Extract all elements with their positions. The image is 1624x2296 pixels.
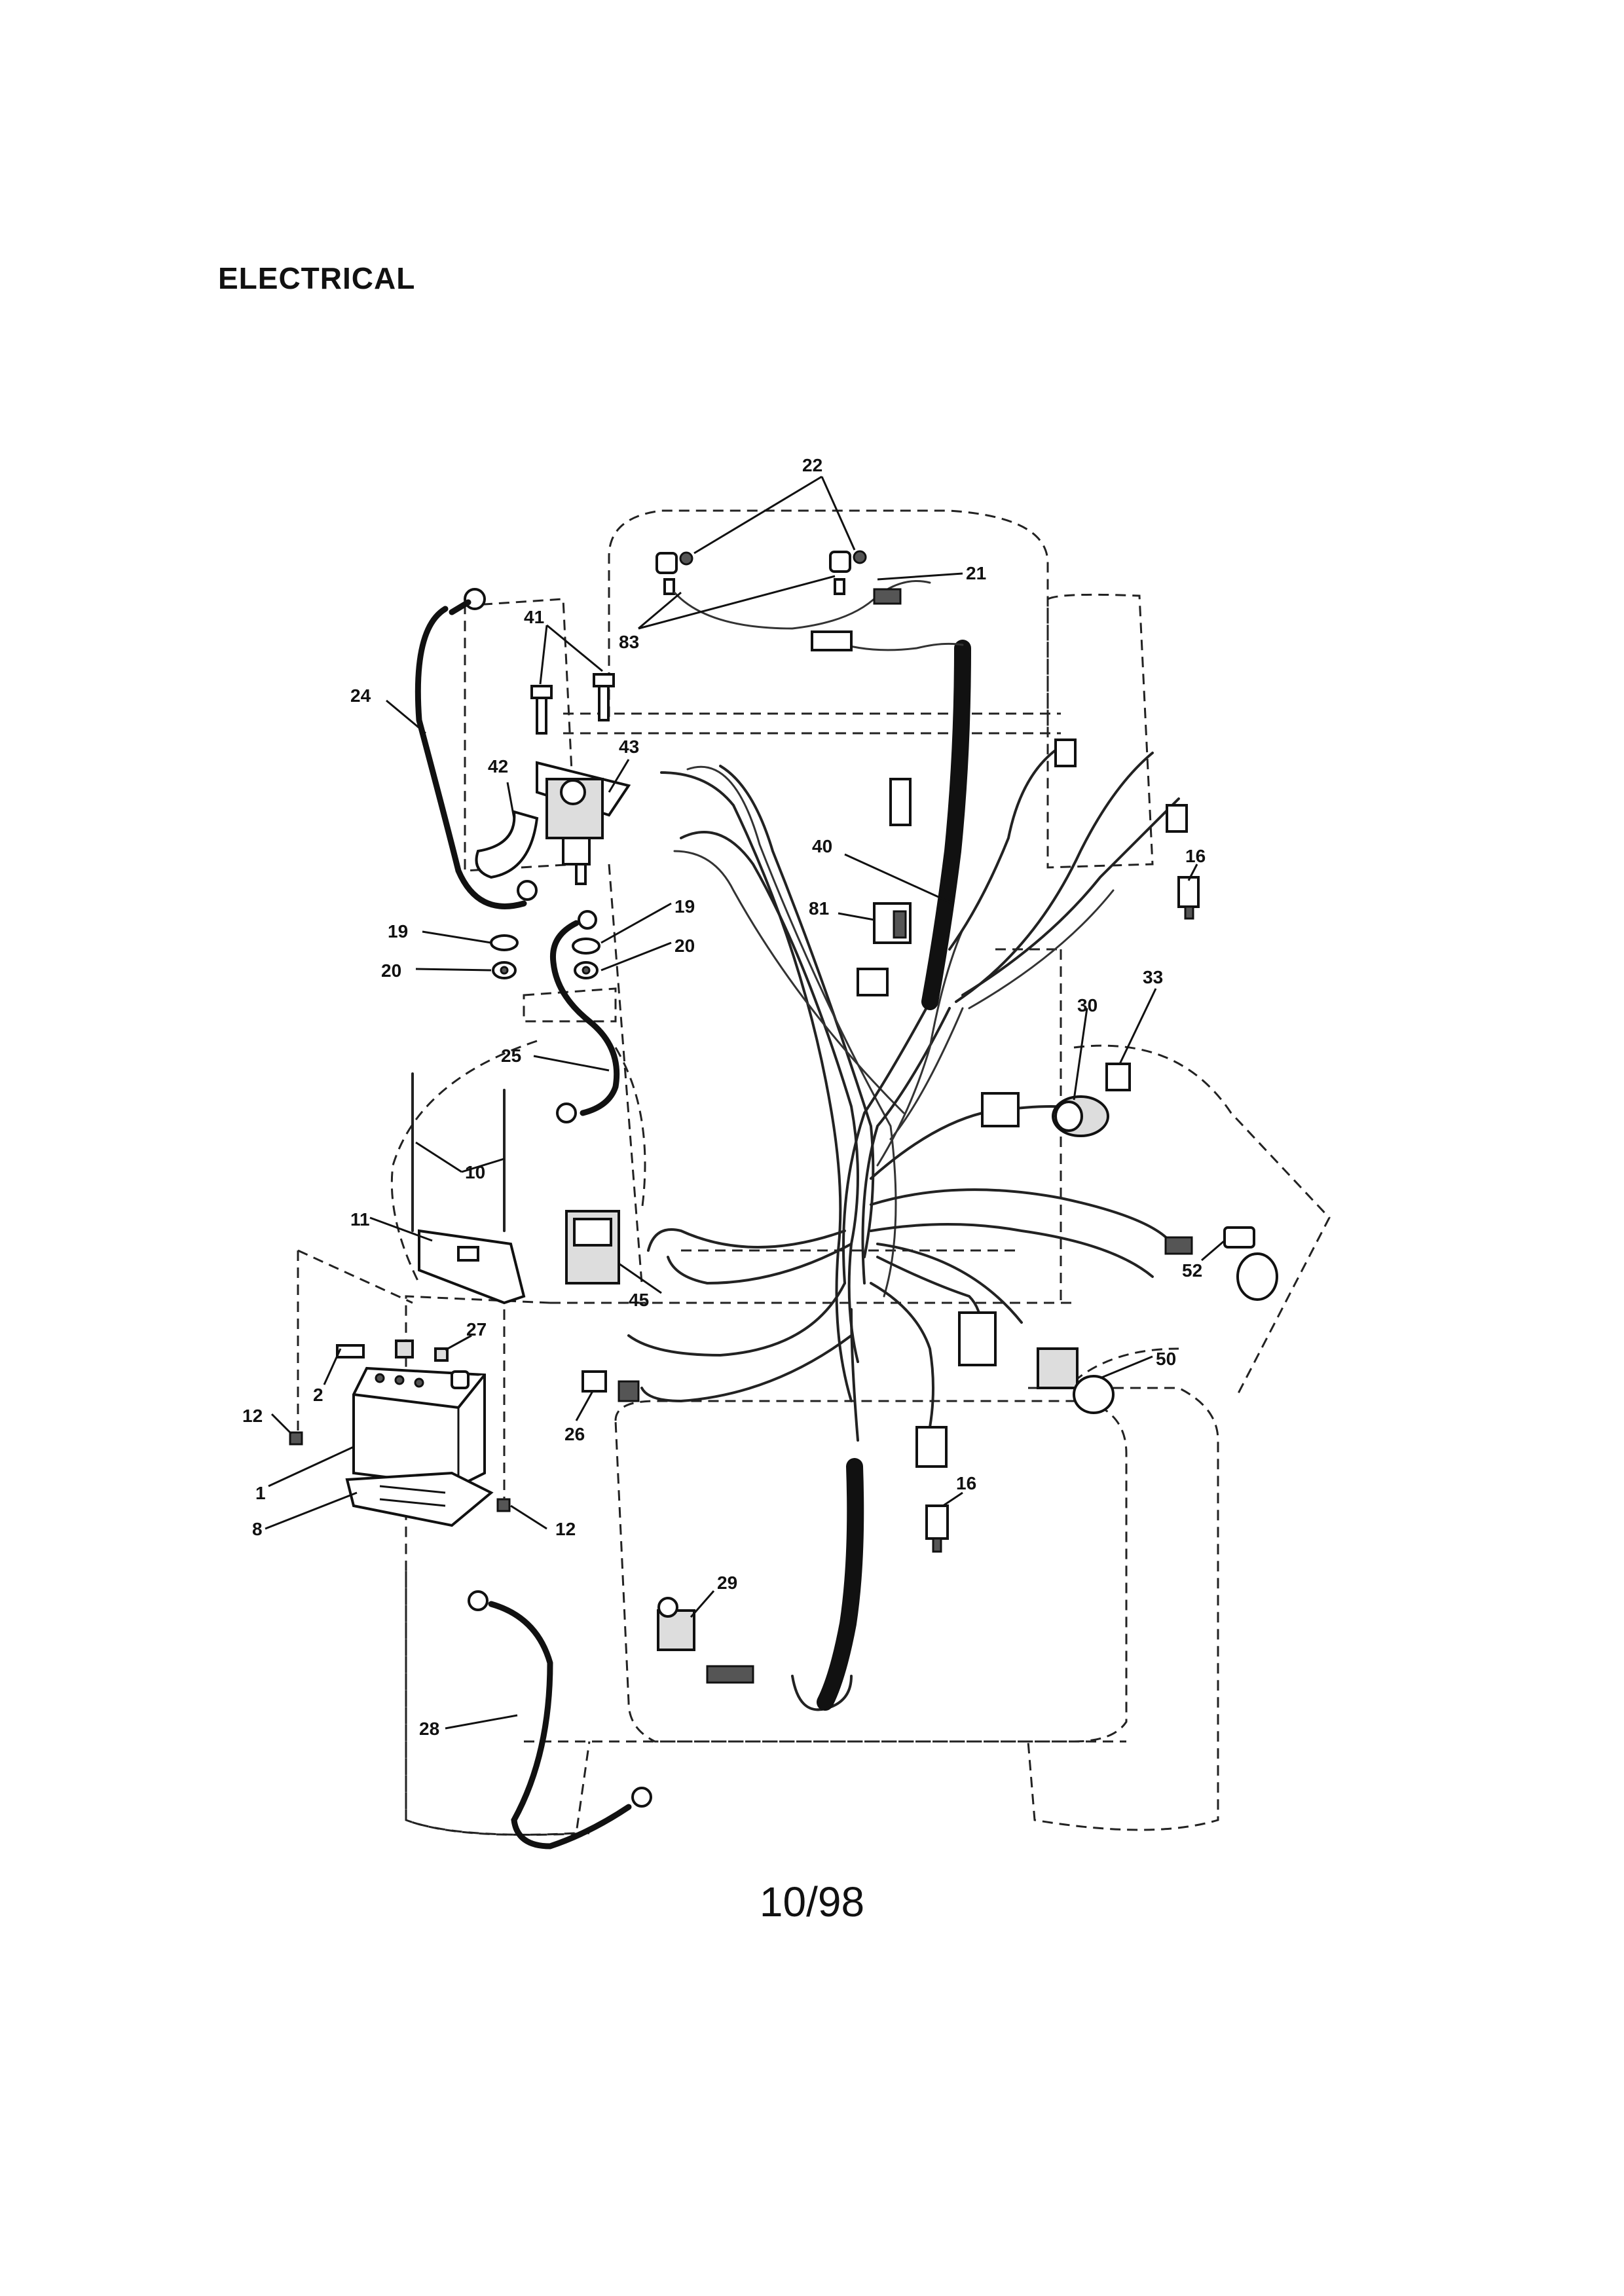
switch-33 (1105, 1063, 1131, 1091)
callout-22: 22 (802, 455, 822, 475)
page-footer-date: 10/98 (759, 1878, 865, 1925)
terminal-boot-42 (475, 810, 539, 879)
callout-50: 50 (1156, 1349, 1176, 1369)
callout-16a: 16 (1185, 846, 1206, 866)
right-terminal (1164, 1236, 1193, 1255)
leader-lines (265, 475, 1225, 1730)
harness-connector (857, 968, 889, 996)
fuse-holder (889, 778, 912, 826)
nut-12-right (496, 1498, 511, 1512)
callout-2: 2 (313, 1385, 323, 1405)
callout-25: 25 (501, 1046, 521, 1066)
callout-43: 43 (619, 737, 639, 757)
callout-83: 83 (619, 632, 639, 652)
switch-29 (657, 1597, 695, 1651)
callout-19a: 19 (388, 921, 408, 941)
callout-10: 10 (465, 1162, 485, 1182)
terminal-2 (395, 1339, 414, 1358)
relay-81 (873, 902, 912, 944)
callout-45: 45 (629, 1290, 649, 1310)
callout-19b: 19 (674, 896, 695, 917)
callout-20a: 20 (381, 960, 401, 981)
callout-26: 26 (564, 1424, 585, 1444)
connector-upper-right (1054, 738, 1077, 767)
callout-29: 29 (717, 1573, 737, 1593)
ignition-switch-30 (1052, 1095, 1109, 1137)
bolt-2 (336, 1344, 365, 1358)
callout-numbers: 22 21 83 41 24 42 43 40 16 81 19 20 19 2… (242, 455, 1206, 1739)
callout-52: 52 (1182, 1260, 1202, 1281)
washers (490, 934, 600, 979)
connector-21 (873, 588, 902, 605)
switch-16-lower (925, 1504, 949, 1553)
callout-27: 27 (466, 1319, 487, 1339)
solenoid-43 (530, 673, 631, 885)
page-title: ELECTRICAL (218, 261, 416, 295)
callout-1: 1 (255, 1483, 266, 1503)
tractor-outline (390, 509, 1331, 1836)
rear-plug (706, 1665, 754, 1684)
callout-41: 41 (524, 607, 544, 627)
main-connector (981, 1092, 1020, 1127)
callout-42: 42 (488, 756, 508, 776)
callout-33: 33 (1143, 967, 1163, 987)
plunger-switch-right (829, 550, 867, 595)
front-connector (811, 630, 853, 651)
lamp-52 (1223, 1226, 1278, 1301)
callout-28: 28 (419, 1719, 439, 1739)
six-pin-connector (958, 1311, 997, 1366)
seat-switch-50 (1037, 1347, 1115, 1414)
callout-30: 30 (1077, 995, 1098, 1015)
hardware-path (297, 1249, 506, 1499)
rear-connector (915, 1426, 948, 1468)
nut-12-left (289, 1431, 303, 1446)
battery-tray-8 (345, 1471, 494, 1527)
callout-20b: 20 (674, 936, 695, 956)
callout-12a: 12 (242, 1406, 263, 1426)
wiring-harness (627, 745, 1180, 1711)
battery-1 (352, 1366, 486, 1488)
nut-27 (434, 1347, 449, 1362)
fuse-26 (581, 1370, 640, 1402)
coiled-harness-40 (921, 640, 971, 1010)
connector-right (1166, 804, 1188, 833)
plunger-switch-left (655, 551, 693, 595)
callout-24: 24 (350, 685, 371, 706)
callout-21: 21 (966, 563, 986, 583)
battery-cables (415, 588, 652, 1850)
switch-16-upper (1177, 876, 1200, 920)
battery-hold-down (411, 1072, 526, 1305)
module-45 (565, 1210, 620, 1285)
rear-coiled-wire (817, 1458, 864, 1711)
callout-16b: 16 (956, 1473, 976, 1493)
callout-81: 81 (809, 898, 829, 919)
callout-40: 40 (812, 836, 832, 856)
callout-11: 11 (350, 1209, 370, 1230)
callout-8: 8 (252, 1519, 263, 1539)
callout-12b: 12 (555, 1519, 576, 1539)
